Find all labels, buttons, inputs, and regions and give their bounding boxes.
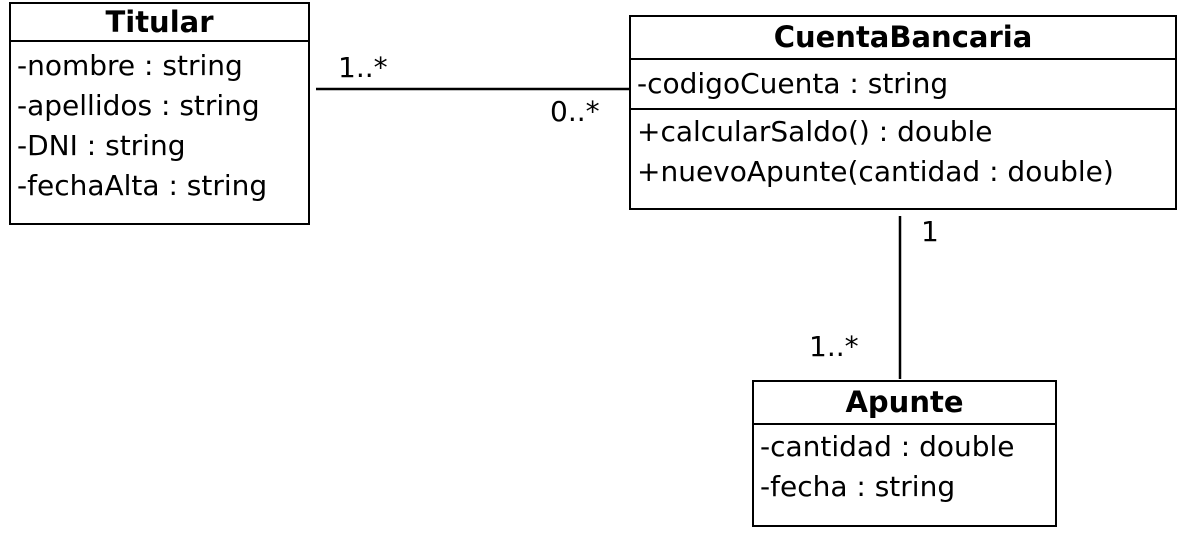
attribute-cantidad: -cantidad : double — [760, 430, 1015, 463]
multiplicity-cuenta-end-apunte-assoc: 1 — [921, 215, 939, 248]
attribute-fecha-alta: -fechaAlta : string — [17, 169, 268, 202]
class-apunte-attributes: -cantidad : double -fecha : string — [754, 425, 1055, 511]
class-titular-name: Titular — [11, 4, 308, 42]
attribute-fecha: -fecha : string — [760, 470, 956, 503]
class-cuenta-bancaria-operations: +calcularSaldo() : double +nuevoApunte(c… — [631, 110, 1175, 196]
class-cuenta-bancaria-attributes: -codigoCuenta : string — [631, 60, 1175, 110]
class-titular-attributes: -nombre : string -apellidos : string -DN… — [11, 42, 308, 210]
attribute-apellidos: -apellidos : string — [17, 89, 260, 122]
attribute-dni: -DNI : string — [17, 129, 186, 162]
class-apunte[interactable]: Apunte -cantidad : double -fecha : strin… — [752, 380, 1057, 527]
attribute-codigo-cuenta: -codigoCuenta : string — [637, 67, 949, 100]
attribute-nombre: -nombre : string — [17, 49, 243, 82]
class-cuenta-bancaria-name: CuentaBancaria — [631, 17, 1175, 60]
class-apunte-name: Apunte — [754, 382, 1055, 425]
operation-calcular-saldo: +calcularSaldo() : double — [637, 115, 993, 148]
multiplicity-titular-end: 1..* — [338, 51, 388, 84]
class-cuenta-bancaria[interactable]: CuentaBancaria -codigoCuenta : string +c… — [629, 15, 1177, 210]
multiplicity-apunte-end: 1..* — [809, 330, 859, 363]
operation-nuevo-apunte: +nuevoApunte(cantidad : double) — [637, 155, 1114, 188]
class-titular[interactable]: Titular -nombre : string -apellidos : st… — [9, 2, 310, 225]
multiplicity-cuenta-end-titular-assoc: 0..* — [550, 95, 600, 128]
